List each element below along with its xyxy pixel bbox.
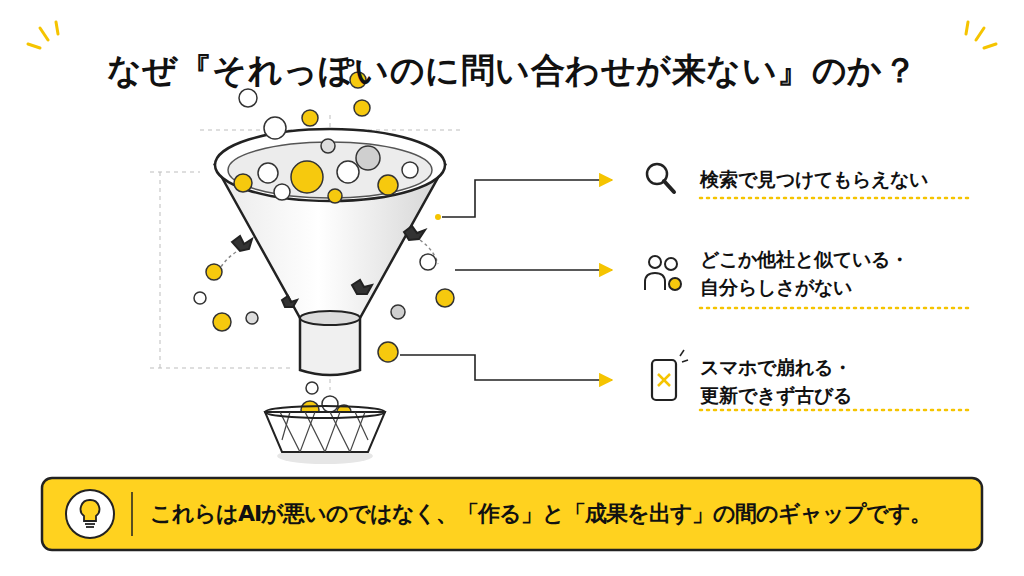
people-icon bbox=[645, 256, 681, 290]
funnel-cracks bbox=[232, 226, 425, 307]
phone-icon bbox=[652, 350, 688, 400]
funnel-neck bbox=[300, 318, 360, 375]
balls-inside bbox=[234, 100, 418, 203]
leader-lines bbox=[400, 180, 612, 380]
callout-text: スマホで崩れる・ 更新できず古びる bbox=[700, 354, 980, 409]
callout-text: 検索で見つけてもらえない bbox=[700, 166, 980, 194]
bulb-icon bbox=[60, 484, 140, 544]
banner-text: これらはAIが悪いのではなく、「作る」と「成果を出す」の間のギャップです。 bbox=[150, 499, 931, 529]
search-icon bbox=[647, 164, 674, 192]
guide-lines bbox=[150, 115, 460, 390]
summary-banner: これらはAIが悪いのではなく、「作る」と「成果を出す」の間のギャップです。 bbox=[42, 478, 982, 550]
leaking-balls bbox=[194, 72, 454, 362]
callout-text: どこか他社と似ている・ 自分らしさがない bbox=[700, 246, 980, 301]
dotted-underlines bbox=[700, 198, 968, 410]
spark-marks bbox=[28, 22, 996, 48]
banner-ground bbox=[42, 478, 982, 550]
title: なぜ『それっぽいのに問い合わせが来ない』のか？ bbox=[0, 48, 1024, 94]
basket bbox=[265, 382, 385, 464]
